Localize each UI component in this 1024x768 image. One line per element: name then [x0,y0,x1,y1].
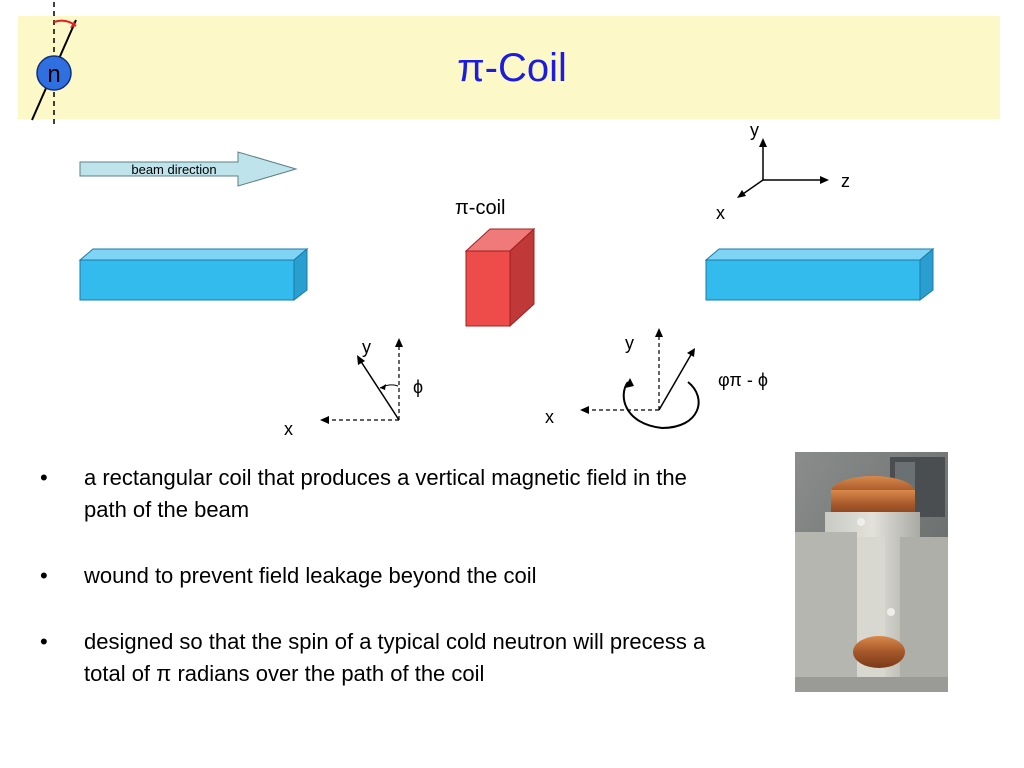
neutron-label: n [47,61,60,88]
neutron-icon: n [31,2,77,128]
phi-label: ϕ [413,377,424,397]
bullet-dot: • [40,563,48,588]
right-guide [704,247,935,302]
axes-left [320,338,403,424]
phi-pi-minus-phi-label: φπ - ϕ [718,370,768,390]
page-title: π-Coil [457,46,567,90]
axes-top [737,138,829,198]
axes-right [580,328,700,430]
coil-photo [795,452,948,692]
pi-coil-block [464,227,536,328]
bullet-dot: • [40,465,48,490]
title-bar [18,16,1000,119]
left-axis-y-label: y [362,337,371,357]
beamline-diagram [78,227,935,328]
bullet-dot: • [40,629,48,654]
beam-direction-label: beam direction [131,162,216,177]
list-item: • a rectangular coil that produces a ver… [40,462,730,526]
axis-label-y: y [750,120,759,140]
bullet-list: • a rectangular coil that produces a ver… [40,462,730,724]
coil-label: π-coil [455,197,506,219]
bullet-text: wound to prevent field leakage beyond th… [84,563,537,588]
beam-direction-arrow: beam direction [79,151,298,187]
bullet-text: designed so that the spin of a typical c… [84,629,706,686]
list-item: • wound to prevent field leakage beyond … [40,560,730,592]
axis-label-x: x [716,203,725,223]
left-guide [78,247,309,302]
bullet-text: a rectangular coil that produces a verti… [84,465,687,522]
right-axis-y-label: y [625,333,634,353]
left-axis-x-label: x [284,419,293,439]
list-item: • designed so that the spin of a typical… [40,626,730,690]
right-axis-x-label: x [545,407,554,427]
axis-label-z: z [841,171,850,191]
